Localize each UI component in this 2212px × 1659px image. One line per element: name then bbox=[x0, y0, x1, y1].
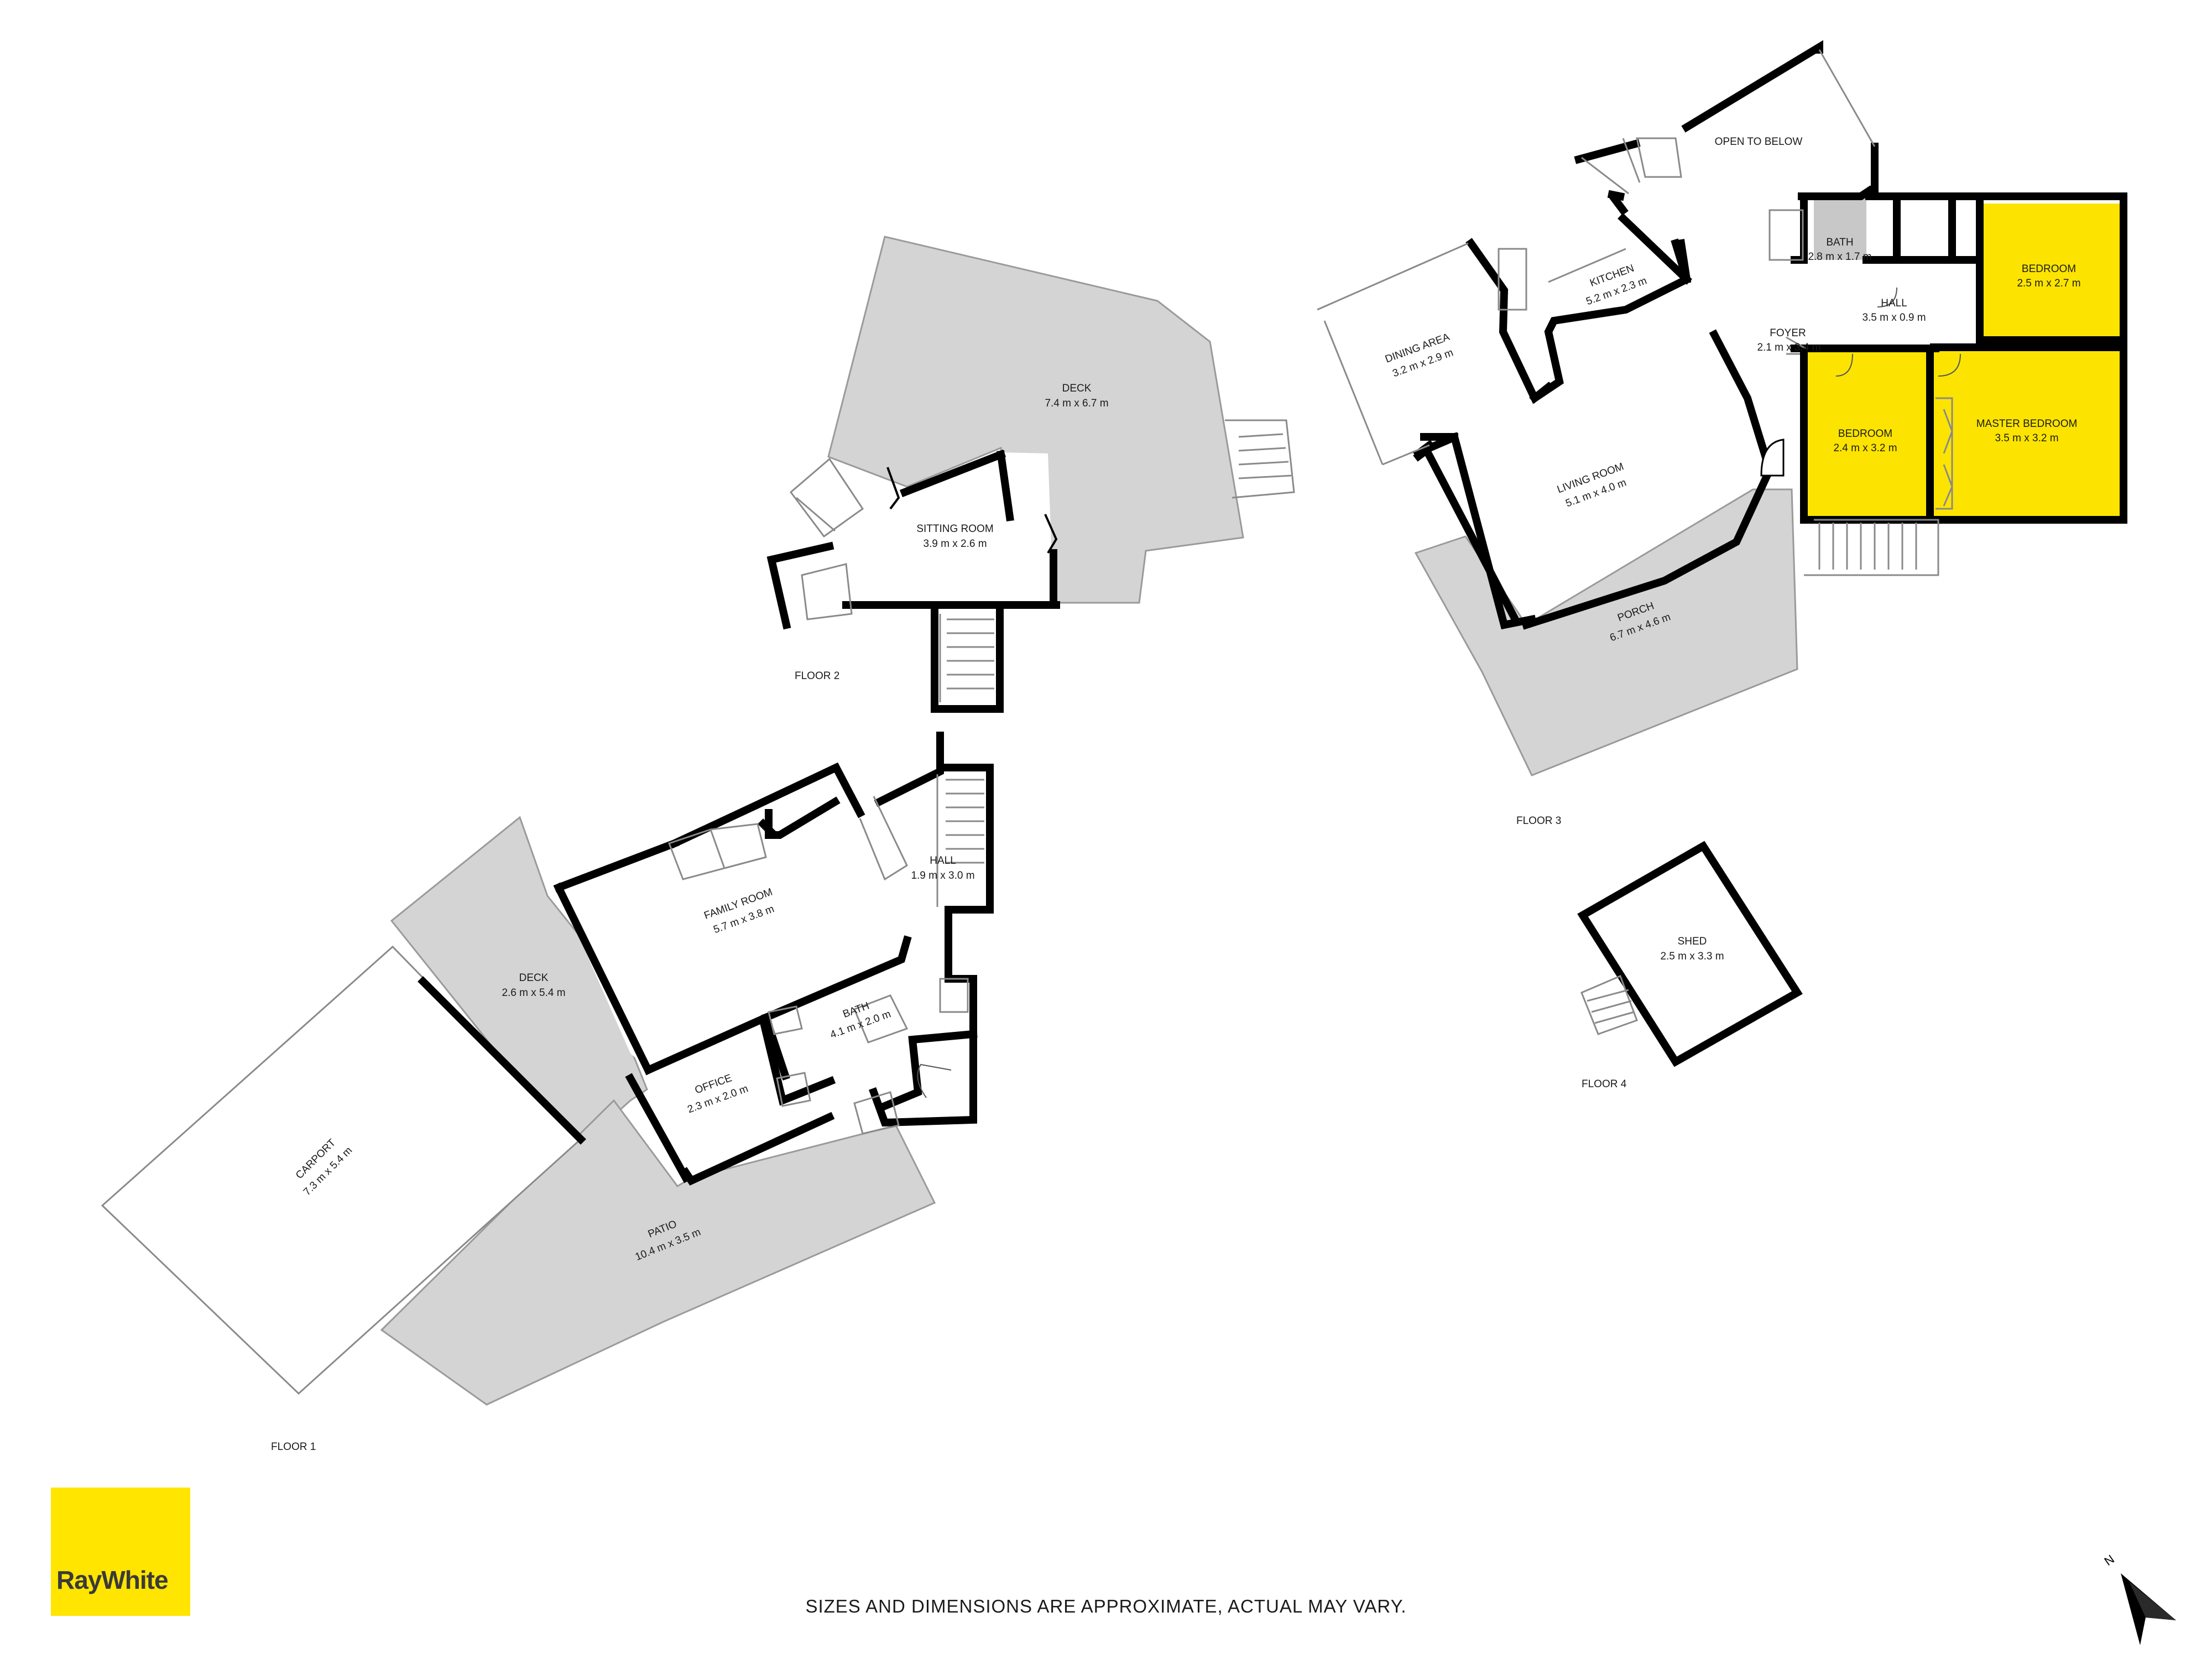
sitting-room-floor bbox=[769, 452, 1053, 606]
foyer-dim: 2.1 m x 3.4 m bbox=[1757, 342, 1820, 353]
hall-upper-dim: 3.5 m x 0.9 m bbox=[1862, 312, 1926, 324]
open-to-below-label: OPEN TO BELOW bbox=[1715, 136, 1803, 148]
hall-lower-name: HALL bbox=[930, 855, 956, 867]
open-to-below-area bbox=[1587, 47, 1875, 196]
raywhite-logo: RayWhite bbox=[51, 1488, 190, 1616]
floor-3-plan bbox=[1317, 40, 2127, 776]
floor-3-label: FLOOR 3 bbox=[1516, 815, 1561, 827]
shed-dim: 2.5 m x 3.3 m bbox=[1660, 951, 1724, 962]
floor-1-label: FLOOR 1 bbox=[271, 1441, 316, 1453]
deck-upper-name: DECK bbox=[1062, 383, 1092, 394]
bedroom-2-floor bbox=[1804, 349, 1930, 520]
master-bedroom-dim: 3.5 m x 3.2 m bbox=[1995, 432, 2058, 444]
sitting-room-name: SITTING ROOM bbox=[916, 523, 993, 535]
bath-upper-dim: 2.8 m x 1.7 m bbox=[1808, 251, 1871, 263]
floor-2-label: FLOOR 2 bbox=[795, 670, 839, 682]
hall-upper-name: HALL bbox=[1881, 298, 1907, 309]
bedroom-2-name: BEDROOM bbox=[1838, 428, 1892, 440]
shed-name: SHED bbox=[1678, 936, 1707, 947]
floor-4-label: FLOOR 4 bbox=[1582, 1078, 1627, 1090]
compass-north-label: N bbox=[2102, 1552, 2117, 1569]
deck-lower-name: DECK bbox=[519, 972, 549, 984]
floor-1-plan bbox=[101, 732, 994, 1406]
bath-upper-name: BATH bbox=[1826, 237, 1853, 248]
bedroom-1-floor bbox=[1980, 204, 2121, 340]
bedroom-1-dim: 2.5 m x 2.7 m bbox=[2017, 278, 2080, 289]
master-bedroom-floor bbox=[1934, 349, 2121, 520]
family-room-floor bbox=[559, 766, 907, 1073]
deck-upper-area bbox=[827, 236, 1244, 604]
sitting-room-dim: 3.9 m x 2.6 m bbox=[923, 538, 987, 550]
logo-text: RayWhite bbox=[56, 1566, 169, 1594]
bath-upper-floor bbox=[1814, 198, 1866, 260]
foyer-name: FOYER bbox=[1770, 327, 1806, 339]
deck-lower-dim: 2.6 m x 5.4 m bbox=[502, 987, 565, 999]
hall-lower-dim: 1.9 m x 3.0 m bbox=[911, 870, 974, 881]
disclaimer-text: SIZES AND DIMENSIONS ARE APPROXIMATE, AC… bbox=[805, 1596, 1407, 1616]
bedroom-1-name: BEDROOM bbox=[2022, 263, 2076, 275]
floor-4-plan bbox=[1577, 841, 1803, 1067]
floor-2-plan bbox=[766, 236, 1295, 713]
deck-upper-dim: 7.4 m x 6.7 m bbox=[1045, 398, 1108, 409]
bedroom-2-dim: 2.4 m x 3.2 m bbox=[1833, 442, 1897, 454]
master-bedroom-name: MASTER BEDROOM bbox=[1976, 418, 2078, 430]
